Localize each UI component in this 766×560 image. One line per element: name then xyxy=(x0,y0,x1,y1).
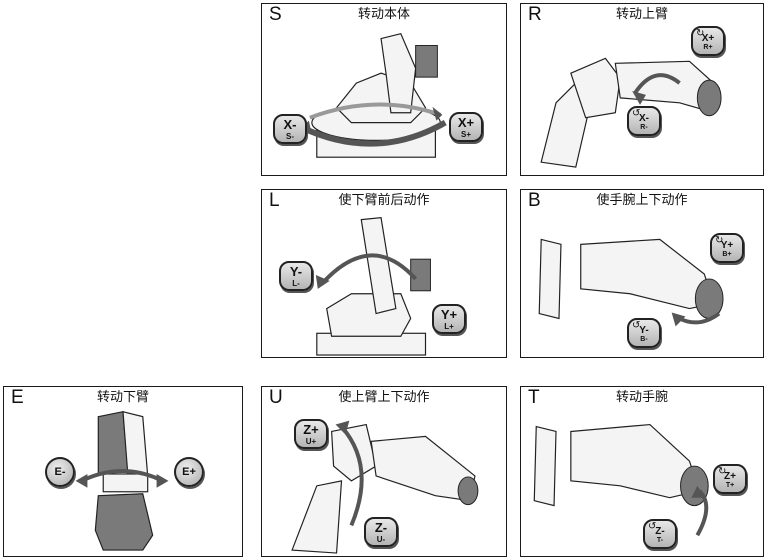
panel-caption: 使上臂上下动作 xyxy=(338,390,430,405)
jog-main-label: Y+ xyxy=(440,307,458,322)
jog-button-x-plus-s-plus[interactable]: X+ S+ xyxy=(449,112,483,142)
axis-letter: L xyxy=(269,190,280,211)
jog-sub-label: B- xyxy=(640,336,648,343)
jog-main-label: X- xyxy=(283,117,297,132)
jog-sub-label: U+ xyxy=(305,437,317,446)
jog-button-x-plus-r-plus[interactable]: ↻ X+ R+ xyxy=(691,26,725,56)
jog-button-z-minus-t-minus[interactable]: ↺ Z- T- xyxy=(643,519,677,549)
jog-button-x-minus-s-minus[interactable]: X- S- xyxy=(273,114,307,144)
robot-upper-arm-lift-illustration xyxy=(291,420,479,554)
panel-s-rotate-base: S 转动本体 X- S- X+ S+ xyxy=(261,3,507,176)
jog-sub-label: R- xyxy=(640,124,648,131)
jog-sub-label: T+ xyxy=(725,482,735,489)
jog-main-label: Z- xyxy=(655,526,665,537)
jog-sub-label: T- xyxy=(656,537,664,544)
jog-button-z-plus-t-plus[interactable]: ↻ Z+ T+ xyxy=(713,464,747,494)
rotate-cw-icon: ↻ xyxy=(718,466,727,477)
jog-main-label: Y- xyxy=(639,325,649,336)
panel-caption: 转动上臂 xyxy=(615,7,668,22)
panel-u-upper-arm-up-down: U 使上臂上下动作 Z+ U+ Z- U- xyxy=(261,386,507,557)
panel-caption: 转动本体 xyxy=(357,7,410,22)
panel-e-rotate-lower-arm: E 转动下臂 E- E+ xyxy=(3,386,243,557)
axis-letter: B xyxy=(528,190,541,211)
robot-wrist-rotation-illustration xyxy=(533,423,709,537)
jog-button-e-minus[interactable]: E- xyxy=(45,457,75,487)
jog-button-y-minus-b-minus[interactable]: ↺ Y- B- xyxy=(627,318,661,348)
axis-letter: U xyxy=(269,387,283,408)
rotate-cw-icon: ↻ xyxy=(715,235,724,246)
panel-l-lower-arm-forward-back: L 使下臂前后动作 Y- L- Y+ L+ xyxy=(261,189,507,358)
jog-button-z-minus-u-minus[interactable]: Z- U- xyxy=(364,517,398,547)
jog-main-label: Y+ xyxy=(720,240,734,251)
jog-main-label: Y- xyxy=(289,264,303,279)
jog-sub-label: U- xyxy=(376,535,386,544)
jog-button-y-minus-l-minus[interactable]: Y- L- xyxy=(279,261,313,291)
jog-main-label: Z+ xyxy=(303,422,319,437)
rotate-ccw-icon: ↺ xyxy=(648,521,657,532)
rotate-ccw-icon: ↺ xyxy=(632,108,641,119)
robot-lower-arm-illustration xyxy=(315,217,431,356)
jog-button-z-plus-u-plus[interactable]: Z+ U+ xyxy=(294,419,328,449)
jog-main-label: X- xyxy=(639,113,649,124)
jog-sub-label: R+ xyxy=(703,44,713,51)
jog-sub-label: L+ xyxy=(444,322,454,331)
panel-t-rotate-wrist: T 转动手腕 ↻ Z+ T+ ↺ Z- T- xyxy=(520,386,764,557)
panel-caption: 使手腕上下动作 xyxy=(596,193,688,208)
jog-button-y-plus-l-plus[interactable]: Y+ L+ xyxy=(432,304,466,334)
panel-b-wrist-up-down: B 使手腕上下动作 ↻ Y+ B+ ↺ Y- B- xyxy=(520,189,764,358)
axis-letter: T xyxy=(528,387,540,408)
axis-letter: R xyxy=(528,4,542,25)
axis-letter: S xyxy=(269,4,282,25)
panel-caption: 转动手腕 xyxy=(615,390,668,405)
panel-caption: 转动下臂 xyxy=(96,390,149,405)
rotate-cw-icon: ↻ xyxy=(696,28,705,39)
robot-lower-arm-rotation-illustration xyxy=(75,410,169,551)
jog-sub-label: S+ xyxy=(460,130,471,139)
robot-wrist-bend-illustration xyxy=(538,238,724,327)
jog-button-x-minus-r-minus[interactable]: ↺ X- R- xyxy=(627,106,661,136)
robot-upper-arm-illustration xyxy=(540,57,722,168)
rotate-ccw-icon: ↺ xyxy=(632,320,641,331)
panel-caption: 使下臂前后动作 xyxy=(338,193,430,208)
jog-button-y-plus-b-plus[interactable]: ↻ Y+ B+ xyxy=(710,233,744,263)
axis-letter: E xyxy=(11,387,24,408)
panel-r-rotate-upper-arm: R 转动上臂 ↻ X+ R+ ↺ X- R- xyxy=(520,3,764,176)
jog-sub-label: S- xyxy=(286,132,294,141)
robot-base-illustration xyxy=(300,32,447,158)
jog-main-label: X+ xyxy=(457,115,475,130)
jog-main-label: X+ xyxy=(701,33,715,44)
jog-sub-label: L- xyxy=(292,279,300,288)
jog-sub-label: B+ xyxy=(722,251,732,258)
jog-main-label: Z+ xyxy=(724,471,736,482)
jog-button-e-plus[interactable]: E+ xyxy=(174,457,204,487)
jog-main-label: Z- xyxy=(374,520,388,535)
